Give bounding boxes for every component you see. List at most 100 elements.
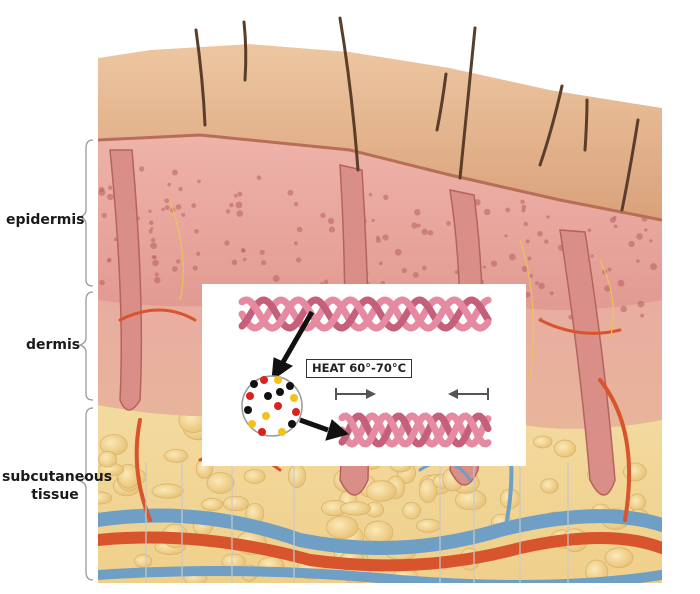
collagen-strand	[238, 296, 492, 332]
epidermis-cell-dot	[294, 241, 298, 246]
hairs	[194, 16, 640, 212]
epidermis-cell-dot	[154, 272, 159, 277]
epidermis-cell-dot	[521, 265, 528, 272]
fat-cell	[164, 448, 189, 463]
epidermis-cell-dot	[192, 265, 198, 271]
guide-lines	[145, 462, 569, 583]
epidermis-cell-dot	[368, 192, 373, 197]
bond-atom	[248, 420, 256, 428]
collagen-strand	[338, 412, 492, 448]
epidermis-cell-dot	[482, 265, 487, 269]
epidermis-cell-dot	[607, 267, 612, 272]
epidermis-cell-dot	[101, 212, 107, 218]
epidermis-cell-dot	[164, 198, 170, 204]
epidermis-cell-dot	[636, 259, 640, 263]
fat-cell	[402, 501, 421, 520]
fat-cell	[287, 464, 306, 488]
epidermis-cell-dot	[99, 279, 105, 286]
epidermis-bracket	[77, 139, 94, 287]
epidermis-cell-dot	[411, 222, 418, 229]
epidermis-cell-dot	[181, 212, 186, 217]
epidermis-cell-dot	[521, 208, 526, 213]
bond-atom	[250, 380, 258, 388]
epidermis-cell-dot	[171, 266, 178, 272]
collagen-triple-helix-intact	[238, 296, 492, 332]
bond-atom	[276, 388, 284, 396]
surface-edge	[98, 133, 662, 222]
epidermis-cell-dot	[242, 257, 247, 262]
epidermis-cell-dot	[138, 166, 145, 172]
epidermis-cell-dot	[150, 226, 154, 231]
epidermis-cell-dot	[525, 239, 530, 244]
epidermis-cell-dot	[327, 217, 335, 225]
bond-atom	[290, 394, 298, 402]
epidermis-cell-dot	[620, 305, 627, 313]
epidermis-cell-dot	[546, 215, 550, 219]
epidermis-cell-dot	[609, 217, 616, 224]
epidermis-cell-dot	[236, 210, 244, 217]
fat-cell	[243, 469, 266, 484]
epidermis-cell-dot	[383, 194, 389, 200]
fat-cell	[134, 554, 153, 568]
bond-atom	[264, 392, 272, 400]
epidermis-cell-dot	[414, 209, 421, 216]
process-arrows	[271, 310, 489, 441]
epidermis-cell-dot	[154, 276, 161, 284]
epidermis-cell-dot	[650, 263, 658, 271]
epidermis-layer	[98, 135, 662, 310]
epidermis-cell-dot	[106, 259, 111, 263]
epidermis-cell-dot	[636, 233, 643, 240]
epidermis-cell-dot	[241, 249, 246, 253]
bond-atom	[246, 392, 254, 400]
subcutaneous-tissue-label: subcutaneous tissue	[2, 468, 112, 504]
epidermis-cell-dot	[261, 260, 267, 266]
epidermis-cell-dot	[175, 204, 182, 210]
fat-cell	[553, 439, 577, 458]
epidermis-cell-dot	[529, 273, 534, 278]
epidermis-cell-dot	[538, 282, 545, 290]
epidermis-cell-dot	[401, 267, 407, 274]
fat-cell	[98, 491, 113, 505]
epidermis-cell-dot	[590, 254, 594, 258]
epidermis-cell-dot	[287, 189, 294, 196]
fat-cell	[206, 472, 235, 494]
fat-cell	[339, 501, 372, 516]
bond-atom	[274, 402, 282, 410]
epidermis-cell-dot	[523, 221, 528, 227]
epidermis-cell-dot	[256, 175, 262, 181]
epidermis-cell-dot	[628, 240, 635, 248]
bond-atom	[244, 406, 252, 414]
subcutaneous-label-line2: tissue	[31, 487, 79, 503]
epidermis-cell-dot	[508, 253, 516, 261]
epidermis-cell-dot	[446, 221, 451, 226]
arrow-down-icon	[279, 310, 315, 366]
epidermis-cell-dot	[527, 256, 532, 261]
epidermis-cell-dot	[375, 237, 381, 244]
bond-atom	[286, 382, 294, 390]
epidermis-cell-dot	[148, 209, 152, 213]
collagen-triple-helix-contracted	[338, 412, 492, 448]
epidermis-cell-dot	[320, 212, 326, 219]
layer-brackets	[77, 139, 94, 581]
subcutaneous-bracket	[77, 407, 94, 581]
epidermis-cell-dot	[225, 209, 231, 214]
bond-atom	[278, 428, 286, 436]
fat-cell	[151, 483, 184, 499]
epidermis-cell-dot	[194, 229, 199, 234]
epidermis-cell-dot	[171, 169, 178, 176]
epidermis-cell-dot	[483, 208, 491, 216]
heat-label: HEAT 60°-70°C	[306, 359, 412, 378]
epidermis-cell-dot	[293, 202, 299, 207]
fat-cell	[201, 497, 223, 511]
collagen-strand	[338, 412, 492, 448]
epidermis-cell-dot	[378, 261, 383, 266]
epidermis-cell-dot	[196, 251, 201, 256]
epidermis-cell-dot	[427, 230, 434, 236]
epidermis-cell-dot	[231, 259, 238, 266]
epidermis-cell-dot	[224, 240, 230, 246]
dermis-bracket	[77, 291, 94, 401]
bond-atom	[260, 376, 268, 384]
epidermis-cell-dot	[394, 248, 402, 256]
fat-cell	[418, 478, 438, 503]
epidermis-cell-dot	[617, 279, 625, 287]
